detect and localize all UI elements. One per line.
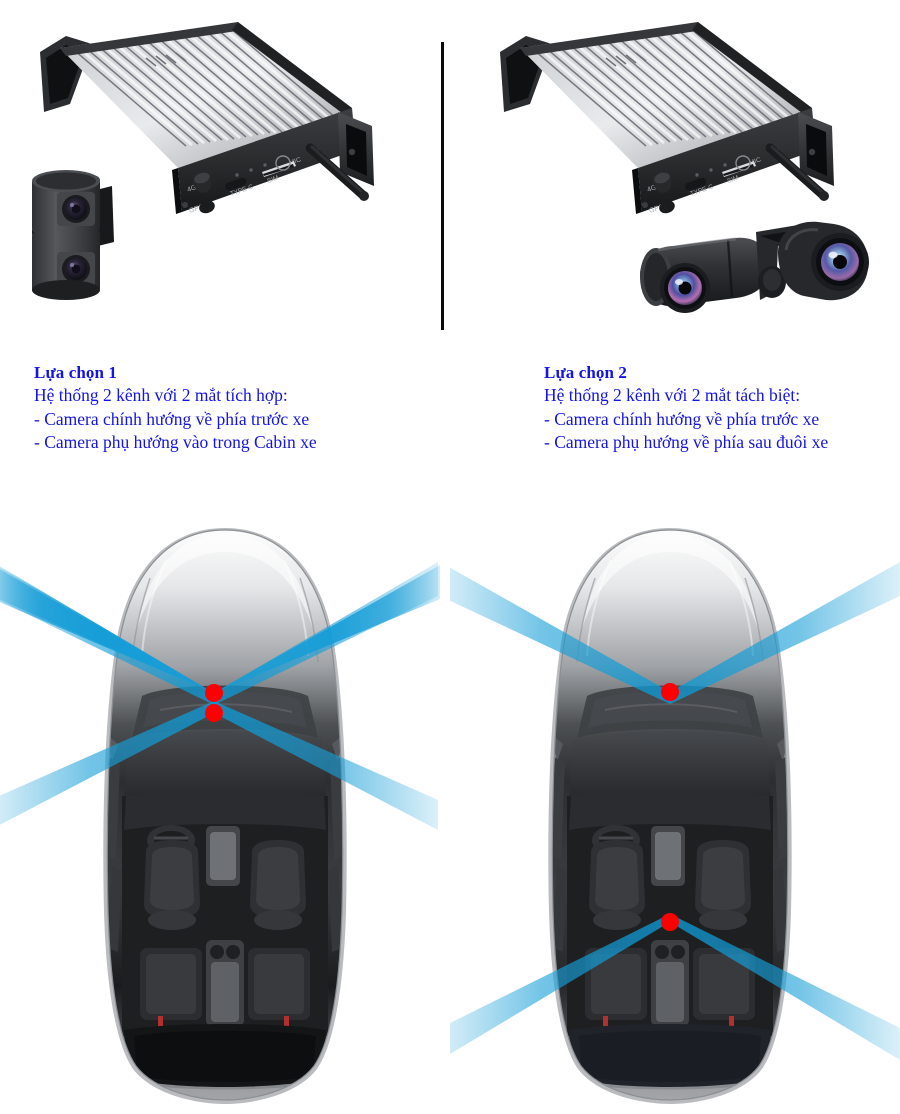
svg-text:MIC: MIC: [748, 156, 762, 167]
front-cylinder-camera: [640, 237, 770, 313]
panel-divider: [441, 42, 444, 330]
dvr-recorder-option-1: 4G GPS TYPE-C SIM MIC TP: [40, 22, 374, 215]
svg-text:4G: 4G: [646, 184, 657, 194]
antenna-connector: [652, 171, 672, 193]
car-diagram-option-1: [0, 500, 450, 1114]
cup-holders: [655, 945, 685, 959]
front-camera-marker: [661, 683, 679, 701]
svg-text:4G: 4G: [186, 184, 197, 194]
option-1-bullet-1: - Camera chính hướng về phía trước xe: [34, 408, 310, 429]
rear-camera-marker: [661, 913, 679, 931]
dvr-recorder-option-2: 4G GPS TYPE-C SIM MIC TP: [500, 22, 834, 215]
svg-text:SIM: SIM: [726, 175, 739, 185]
antenna-rod-option-2: [765, 143, 829, 201]
product-panel-option-1: 4G GPS TYPE-C SIM MIC TP: [0, 0, 440, 345]
vent-slots: [605, 52, 647, 67]
option-2-bullet-1: - Camera chính hướng về phía trước xe: [544, 408, 820, 429]
cabin-cone-fill: [0, 701, 438, 830]
option-2-bullet-2: - Camera phụ hướng về phía sau đuôi xe: [544, 432, 829, 452]
camera-markers-option-1: [205, 684, 223, 722]
view-cones-option-2: [450, 562, 900, 1060]
rear-seats: [585, 940, 755, 1027]
rear-bracket-camera: [756, 221, 869, 301]
antenna-connector: [192, 171, 212, 193]
option-1-bullet-2: - Camera phụ hướng vào trong Cabin xe: [34, 432, 317, 452]
antenna-rod-option-1: [305, 143, 369, 201]
front-seats: [589, 840, 751, 930]
front-cone-fill: [450, 562, 900, 704]
front-cone-fill: [0, 562, 438, 705]
heatsink-fins: [533, 27, 803, 147]
product-panel-option-2: 4G GPS TYPE-C SIM MIC TP: [460, 0, 900, 345]
option-2-title: Lựa chọn 2: [544, 363, 627, 382]
front-seats: [144, 840, 306, 930]
car-diagram-row: [0, 500, 900, 1114]
car-top-view: [548, 528, 792, 1104]
svg-text:SIM: SIM: [266, 175, 279, 185]
option-1-title: Lựa chọn 1: [34, 363, 117, 382]
svg-text:GPS: GPS: [188, 203, 205, 215]
rear-seats: [140, 940, 310, 1027]
car-diagram-option-2: [450, 500, 900, 1114]
front-camera-marker: [205, 684, 223, 702]
caption-option-1: Lựa chọn 1 Hệ thống 2 kênh với 2 mắt tíc…: [34, 362, 317, 455]
dual-lens-integrated-camera: [32, 170, 114, 300]
cup-holders: [210, 945, 240, 959]
caption-option-2: Lựa chọn 2 Hệ thống 2 kênh với 2 mắt tác…: [544, 362, 828, 455]
vent-slots: [145, 52, 187, 67]
camera-markers-option-2: [661, 683, 679, 931]
view-cones-option-1: [0, 562, 440, 830]
svg-text:MIC: MIC: [288, 156, 302, 167]
product-photo-row: 4G GPS TYPE-C SIM MIC TP: [0, 0, 900, 345]
option-2-subtitle: Hệ thống 2 kênh với 2 mắt tách biệt:: [544, 385, 801, 405]
rear-cone-fill: [450, 914, 900, 1060]
option-1-subtitle: Hệ thống 2 kênh với 2 mắt tích hợp:: [34, 385, 288, 405]
svg-text:GPS: GPS: [648, 203, 665, 215]
cabin-camera-marker: [205, 704, 223, 722]
